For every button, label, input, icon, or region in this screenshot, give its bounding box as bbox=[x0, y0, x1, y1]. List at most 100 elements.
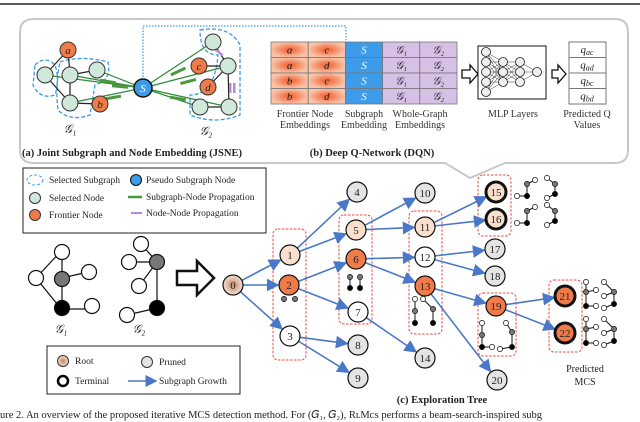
embedding-cell-label: S bbox=[361, 45, 367, 57]
embedding-cell-label: 𝒢₁ bbox=[395, 76, 407, 88]
selected-node bbox=[61, 94, 79, 112]
tree-node-label: 4 bbox=[354, 187, 360, 199]
frontier-node-swatch bbox=[29, 209, 41, 221]
frontier-embeddings-label-2: Embeddings bbox=[280, 120, 330, 131]
legend-pseudo-node: Pseudo Subgraph Node bbox=[146, 176, 235, 186]
frontier-node-label: d bbox=[205, 82, 211, 94]
growth-edge-13-20 bbox=[430, 293, 492, 373]
legend-top: Selected Subgraph Pseudo Subgraph Node S… bbox=[22, 167, 267, 234]
growth-edge-19-21 bbox=[505, 292, 556, 306]
tree-node-4 bbox=[346, 181, 368, 203]
tree-node-label: 2 bbox=[286, 280, 292, 292]
figure-caption: ure 2. An overview of the proposed itera… bbox=[0, 410, 543, 421]
whole-graph-embeddings-label-2: Embeddings bbox=[395, 120, 445, 131]
embedding-cell-label: a bbox=[287, 60, 293, 72]
glyph-node bbox=[347, 274, 353, 280]
glyph-node bbox=[552, 218, 558, 224]
neuron bbox=[481, 57, 491, 67]
subgraph-node-propagation-arrows bbox=[99, 66, 197, 102]
tree-node-15 bbox=[484, 180, 508, 204]
growth-edge-3-9 bbox=[298, 340, 351, 374]
glyph-node bbox=[532, 177, 538, 183]
whole-graph-embeddings-label: Whole-Graph bbox=[393, 109, 448, 120]
embedding-cell bbox=[419, 88, 458, 105]
embedding-cell-label: 𝒢₂ bbox=[433, 76, 445, 88]
tree-node-label: 0 bbox=[230, 280, 236, 292]
selected-node bbox=[191, 98, 209, 116]
tree-node-1 bbox=[279, 244, 301, 266]
root-swatch bbox=[57, 355, 69, 367]
glyph-node bbox=[479, 320, 485, 326]
q-value-label: qac bbox=[580, 44, 594, 57]
predicted-mcs-label: Predicted bbox=[566, 364, 604, 375]
glyph-node bbox=[430, 320, 436, 326]
glyph-node bbox=[412, 308, 418, 314]
q-value-label: qad bbox=[580, 60, 595, 73]
glyph-node bbox=[489, 344, 495, 350]
tree-node-label: 22 bbox=[560, 328, 571, 340]
glyph-node bbox=[611, 338, 617, 344]
jsne-title: (a) Joint Subgraph and Node Embedding (J… bbox=[22, 148, 242, 159]
legend-frontier-node: Frontier Node bbox=[49, 211, 103, 221]
embedding-cell-label: S bbox=[361, 91, 367, 103]
tree-node-22 bbox=[553, 321, 577, 345]
tree-node-8 bbox=[347, 334, 369, 356]
glyph-node bbox=[601, 330, 607, 336]
growth-edge-13-19 bbox=[434, 287, 487, 307]
embedding-cell-label: 𝒢₂ bbox=[433, 45, 445, 57]
growth-edge-19-22 bbox=[505, 308, 557, 331]
selected-node bbox=[88, 61, 106, 79]
subgraph-glyphs bbox=[281, 175, 617, 352]
glyph-node bbox=[524, 181, 530, 187]
tree-node-2 bbox=[278, 274, 300, 296]
tree-node-13 bbox=[414, 275, 436, 297]
g1-label: 𝒢₁ bbox=[64, 122, 77, 136]
growth-edge-12-18 bbox=[434, 258, 486, 277]
tree-node-11 bbox=[414, 216, 436, 238]
glyph-node bbox=[544, 222, 550, 228]
glyph-node bbox=[583, 326, 589, 332]
glyph-node bbox=[479, 344, 485, 350]
tree-node-label: 17 bbox=[490, 244, 502, 256]
selected-node-swatch bbox=[29, 192, 41, 204]
tree-node-3 bbox=[279, 325, 301, 347]
tree-node-label: 18 bbox=[490, 271, 502, 283]
embedding-cell-label: b bbox=[287, 91, 293, 103]
tree-node-17 bbox=[484, 238, 506, 260]
embedding-cell-label: c bbox=[324, 45, 329, 57]
tree-node-label: 14 bbox=[420, 353, 432, 365]
growth-edge-1-4 bbox=[296, 198, 351, 249]
embedding-cell-label: 𝒢₁ bbox=[395, 60, 407, 72]
tree-node-20 bbox=[486, 369, 508, 391]
frontier-embeddings-label: Frontier Node bbox=[277, 109, 334, 120]
embedding-cell-label: 𝒢₁ bbox=[395, 45, 407, 57]
glyph-node bbox=[281, 296, 287, 302]
tree-node-9 bbox=[347, 367, 369, 389]
tree-node-label: 6 bbox=[353, 254, 359, 266]
growth-edge-7-14 bbox=[365, 317, 418, 353]
tree-node-label: 5 bbox=[353, 225, 359, 237]
glyph-node bbox=[601, 293, 607, 299]
growth-edge-5-11 bbox=[365, 221, 416, 235]
q-value-cell bbox=[568, 88, 607, 105]
tree-node-label: 15 bbox=[491, 187, 503, 199]
legend-selected-node: Selected Node bbox=[49, 194, 104, 204]
growth-edge-5-10 bbox=[364, 197, 417, 226]
selected-subgraph-outline bbox=[189, 28, 241, 121]
arrow-icon bbox=[461, 63, 479, 85]
glyph-node bbox=[544, 195, 550, 201]
subgraph-embedding-label-2: Embedding bbox=[341, 120, 387, 131]
tree-node-7 bbox=[347, 301, 369, 323]
growth-edge-2-7 bbox=[298, 287, 350, 310]
legend-bottom: Root Pruned Terminal Subgraph Growth bbox=[46, 345, 241, 395]
glyph-node bbox=[611, 301, 617, 307]
frontier-node bbox=[59, 41, 77, 59]
tree-node-14 bbox=[414, 347, 436, 369]
tree-node-label: 1 bbox=[287, 250, 293, 262]
embedding-cell-label: d bbox=[324, 91, 330, 103]
neuron bbox=[498, 77, 508, 87]
